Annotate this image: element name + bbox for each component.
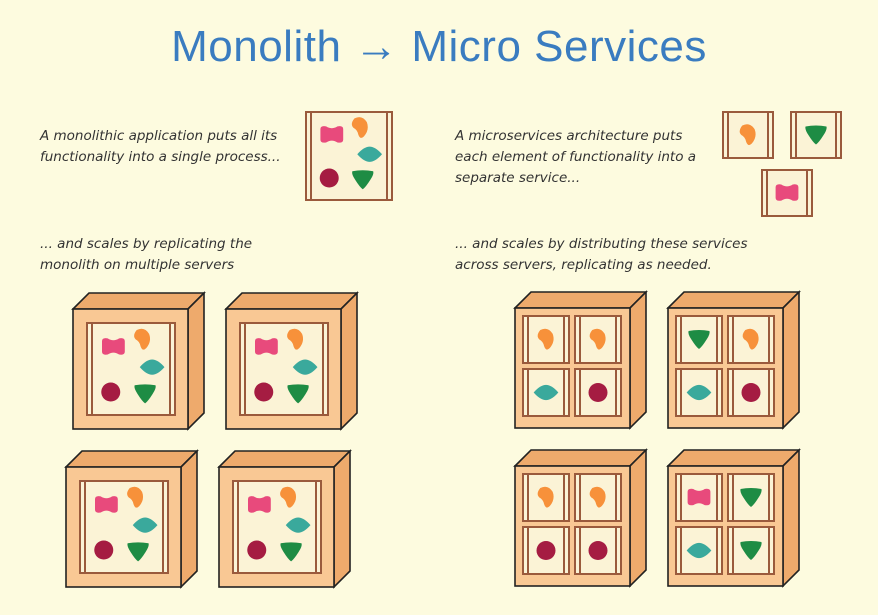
- monolith-process: [305, 111, 393, 201]
- pink-blob-icon: [687, 488, 711, 506]
- service-instance: [522, 368, 570, 417]
- pink-blob-icon: [248, 496, 271, 513]
- maroon-circle-icon: [588, 383, 608, 402]
- green-triangle-icon: [688, 330, 710, 349]
- service-instance: [675, 473, 723, 522]
- service-instance: [675, 526, 723, 575]
- monolith-server: [64, 449, 199, 589]
- pink-blob-icon: [255, 338, 278, 355]
- orange-blob-icon: [351, 117, 368, 138]
- service-instance: [522, 315, 570, 364]
- teal-diamond-icon: [686, 542, 712, 559]
- maroon-circle-icon: [741, 383, 761, 402]
- maroon-circle-icon: [536, 541, 556, 560]
- service-instance: [727, 315, 775, 364]
- service-instance: [522, 526, 570, 575]
- monolith-instance: [239, 322, 329, 416]
- service-instance: [727, 526, 775, 575]
- orange-blob-icon: [287, 328, 304, 350]
- microservice-green: [790, 111, 842, 159]
- orange-blob-icon: [742, 328, 759, 350]
- pink-blob-icon: [775, 184, 799, 201]
- service-instance: [574, 526, 622, 575]
- microservice-server: [513, 448, 648, 588]
- teal-diamond-icon: [292, 359, 318, 375]
- maroon-circle-icon: [101, 382, 121, 402]
- maroon-circle-icon: [319, 168, 339, 188]
- pink-blob-icon: [320, 126, 344, 143]
- green-triangle-icon: [134, 384, 156, 404]
- service-instance: [574, 473, 622, 522]
- service-instance: [727, 368, 775, 417]
- orange-blob-icon: [589, 328, 606, 350]
- monolith-server: [71, 291, 206, 431]
- orange-blob-icon: [739, 124, 756, 146]
- page-title: Monolith → Micro Services: [171, 22, 707, 71]
- monolith-instance: [232, 480, 322, 574]
- orange-blob-icon: [589, 486, 606, 508]
- teal-diamond-icon: [357, 146, 382, 162]
- orange-blob-icon: [537, 486, 554, 508]
- maroon-circle-icon: [94, 540, 114, 560]
- monolith-instance: [79, 480, 169, 574]
- microservices-caption: A microservices architecture puts each e…: [455, 128, 697, 186]
- teal-diamond-icon: [533, 384, 559, 401]
- maroon-circle-icon: [254, 382, 274, 402]
- green-triangle-icon: [287, 384, 309, 404]
- green-triangle-icon: [127, 542, 149, 562]
- maroon-circle-icon: [588, 541, 608, 560]
- microservices-scale-caption: ... and scales by distributing these ser…: [455, 236, 748, 273]
- microservice-server: [666, 448, 801, 588]
- monolith-server: [224, 291, 359, 431]
- microservice-pink: [761, 169, 813, 217]
- service-instance: [675, 368, 723, 417]
- service-instance: [675, 315, 723, 364]
- pink-blob-icon: [102, 338, 125, 355]
- orange-blob-icon: [537, 328, 554, 350]
- orange-blob-icon: [280, 486, 297, 508]
- service-instance: [727, 473, 775, 522]
- service-instance: [574, 315, 622, 364]
- green-triangle-icon: [280, 542, 302, 562]
- monolith-server: [217, 449, 352, 589]
- monolith-caption: A monolithic application puts all its fu…: [40, 128, 281, 165]
- teal-diamond-icon: [132, 517, 158, 533]
- monolith-instance: [86, 322, 176, 416]
- monolith-scale-caption: ... and scales by replicating the monoli…: [40, 236, 253, 273]
- green-triangle-icon: [740, 541, 762, 560]
- microservice-orange: [722, 111, 774, 159]
- green-triangle-icon: [740, 488, 762, 507]
- pink-blob-icon: [95, 496, 118, 513]
- microservice-server: [666, 290, 801, 430]
- maroon-circle-icon: [247, 540, 267, 560]
- service-instance: [574, 368, 622, 417]
- green-triangle-icon: [352, 170, 374, 190]
- microservice-server: [513, 290, 648, 430]
- teal-diamond-icon: [285, 517, 311, 533]
- service-instance: [522, 473, 570, 522]
- teal-diamond-icon: [139, 359, 165, 375]
- orange-blob-icon: [127, 486, 144, 508]
- teal-diamond-icon: [686, 384, 712, 401]
- green-triangle-icon: [805, 125, 827, 145]
- orange-blob-icon: [134, 328, 151, 350]
